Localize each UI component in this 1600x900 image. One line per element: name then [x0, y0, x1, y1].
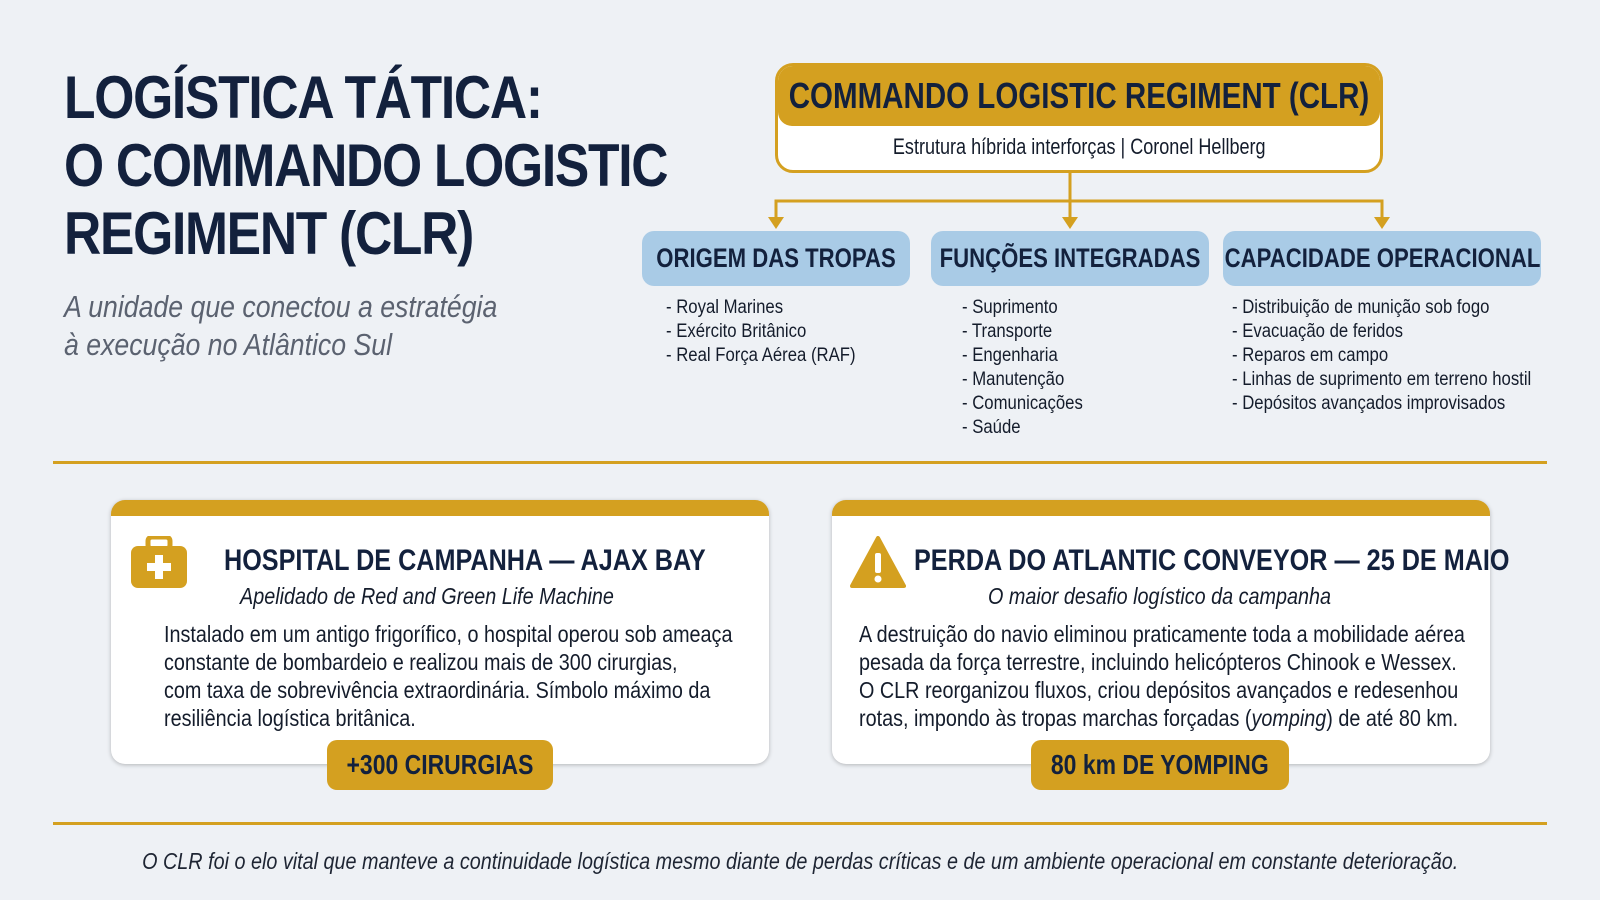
card-atlantic-conveyor: PERDA DO ATLANTIC CONVEYOR — 25 DE MAIO … — [832, 500, 1510, 764]
list-item: - Transporte — [962, 321, 1053, 342]
body-line: pesada da força terrestre, incluindo hel… — [859, 648, 1465, 676]
list-capacidade: - Distribuição de munição sob fogo - Eva… — [1232, 296, 1572, 416]
footer-quote: O CLR foi o elo vital que manteve a cont… — [0, 848, 1600, 875]
body-line: O CLR reorganizou fluxos, criou depósito… — [859, 676, 1465, 704]
list-item: - Reparos em campo — [1232, 345, 1389, 366]
list-item: - Royal Marines — [666, 297, 784, 318]
clr-title: COMMANDO LOGISTIC REGIMENT (CLR) — [778, 66, 1380, 126]
card-body: Instalado em um antigo frigorífico, o ho… — [164, 621, 733, 731]
org-connectors — [768, 173, 1390, 229]
clr-org-box: COMMANDO LOGISTIC REGIMENT (CLR) Estrutu… — [775, 63, 1383, 173]
clr-subtitle: Estrutura híbrida interforças | Coronel … — [778, 134, 1380, 160]
body-italic: yomping — [1251, 705, 1327, 731]
card-body: A destruição do navio eliminou praticame… — [859, 620, 1465, 732]
body-text: A destruição do navio eliminou praticame… — [859, 621, 1465, 647]
list-item: - Distribuição de munição sob fogo — [1232, 297, 1490, 318]
list-item: - Suprimento — [962, 297, 1058, 318]
heading-text: CAPACIDADE OPERACIONAL — [1224, 243, 1540, 273]
medical-kit-icon — [131, 536, 187, 588]
subtitle-line: à execução no Atlântico Sul — [64, 327, 393, 362]
clr-title-text: COMMANDO LOGISTIC REGIMENT (CLR) — [788, 75, 1370, 116]
list-item: - Comunicações — [962, 393, 1083, 414]
body-text: pesada da força terrestre, incluindo hel… — [859, 649, 1457, 675]
body-text-end: ) de até 80 km. — [1326, 705, 1459, 731]
heading-text: FUNÇÕES INTEGRADAS — [939, 243, 1201, 273]
list-item: - Real Força Aérea (RAF) — [666, 345, 856, 366]
list-item: - Manutenção — [962, 369, 1065, 390]
list-item: - Exército Britânico — [666, 321, 807, 342]
warning-icon — [850, 536, 906, 588]
list-item: - Saúde — [962, 417, 1021, 438]
footer-text: O CLR foi o elo vital que manteve a cont… — [141, 848, 1459, 874]
list-item: - Linhas de suprimento em terreno hostil — [1232, 369, 1532, 390]
divider — [53, 822, 1547, 825]
card-title: HOSPITAL DE CAMPANHA — AJAX BAY — [224, 544, 706, 577]
title-line: REGIMENT (CLR) — [64, 200, 474, 267]
badge-text: 80 km DE YOMPING — [1051, 749, 1269, 780]
list-item: - Evacuação de feridos — [1232, 321, 1404, 342]
card-subtitle: O maior desafio logístico da campanha — [988, 583, 1332, 609]
card-subtitle: Apelidado de Red and Green Life Machine — [240, 583, 614, 609]
body-line: A destruição do navio eliminou praticame… — [859, 620, 1465, 648]
column-heading-capacidade: CAPACIDADE OPERACIONAL — [1223, 231, 1541, 286]
column-heading-funcoes: FUNÇÕES INTEGRADAS — [931, 231, 1209, 286]
heading-text: ORIGEM DAS TROPAS — [656, 243, 896, 273]
list-origem: - Royal Marines - Exército Britânico - R… — [666, 296, 881, 368]
title-line: O COMMANDO LOGISTIC — [64, 132, 669, 199]
subtitle-line: A unidade que conectou a estratégia — [64, 289, 498, 324]
card-title: PERDA DO ATLANTIC CONVEYOR — 25 DE MAIO — [914, 544, 1510, 577]
badge-cirurgias: +300 CIRURGIAS — [327, 740, 553, 790]
list-item: - Engenharia — [962, 345, 1058, 366]
page-subtitle: A unidade que conectou a estratégia à ex… — [64, 288, 497, 364]
list-item: - Depósitos avançados improvisados — [1232, 393, 1506, 414]
clr-subtitle-text: Estrutura híbrida interforças | Coronel … — [892, 134, 1266, 159]
body-line: rotas, impondo às tropas marchas forçada… — [859, 704, 1465, 732]
divider — [53, 461, 1547, 464]
card-hospital: HOSPITAL DE CAMPANHA — AJAX BAY Apelidad… — [111, 500, 769, 764]
badge-yomping: 80 km DE YOMPING — [1031, 740, 1289, 790]
list-funcoes: - Suprimento - Transporte - Engenharia -… — [962, 296, 1099, 440]
title-line: LOGÍSTICA TÁTICA: — [64, 64, 543, 131]
page-title: LOGÍSTICA TÁTICA: O COMMANDO LOGISTIC RE… — [64, 64, 669, 268]
column-heading-origem: ORIGEM DAS TROPAS — [642, 231, 910, 286]
badge-text: +300 CIRURGIAS — [346, 749, 534, 780]
body-text: rotas, impondo às tropas marchas forçada… — [859, 705, 1252, 731]
body-text: O CLR reorganizou fluxos, criou depósito… — [859, 677, 1459, 703]
